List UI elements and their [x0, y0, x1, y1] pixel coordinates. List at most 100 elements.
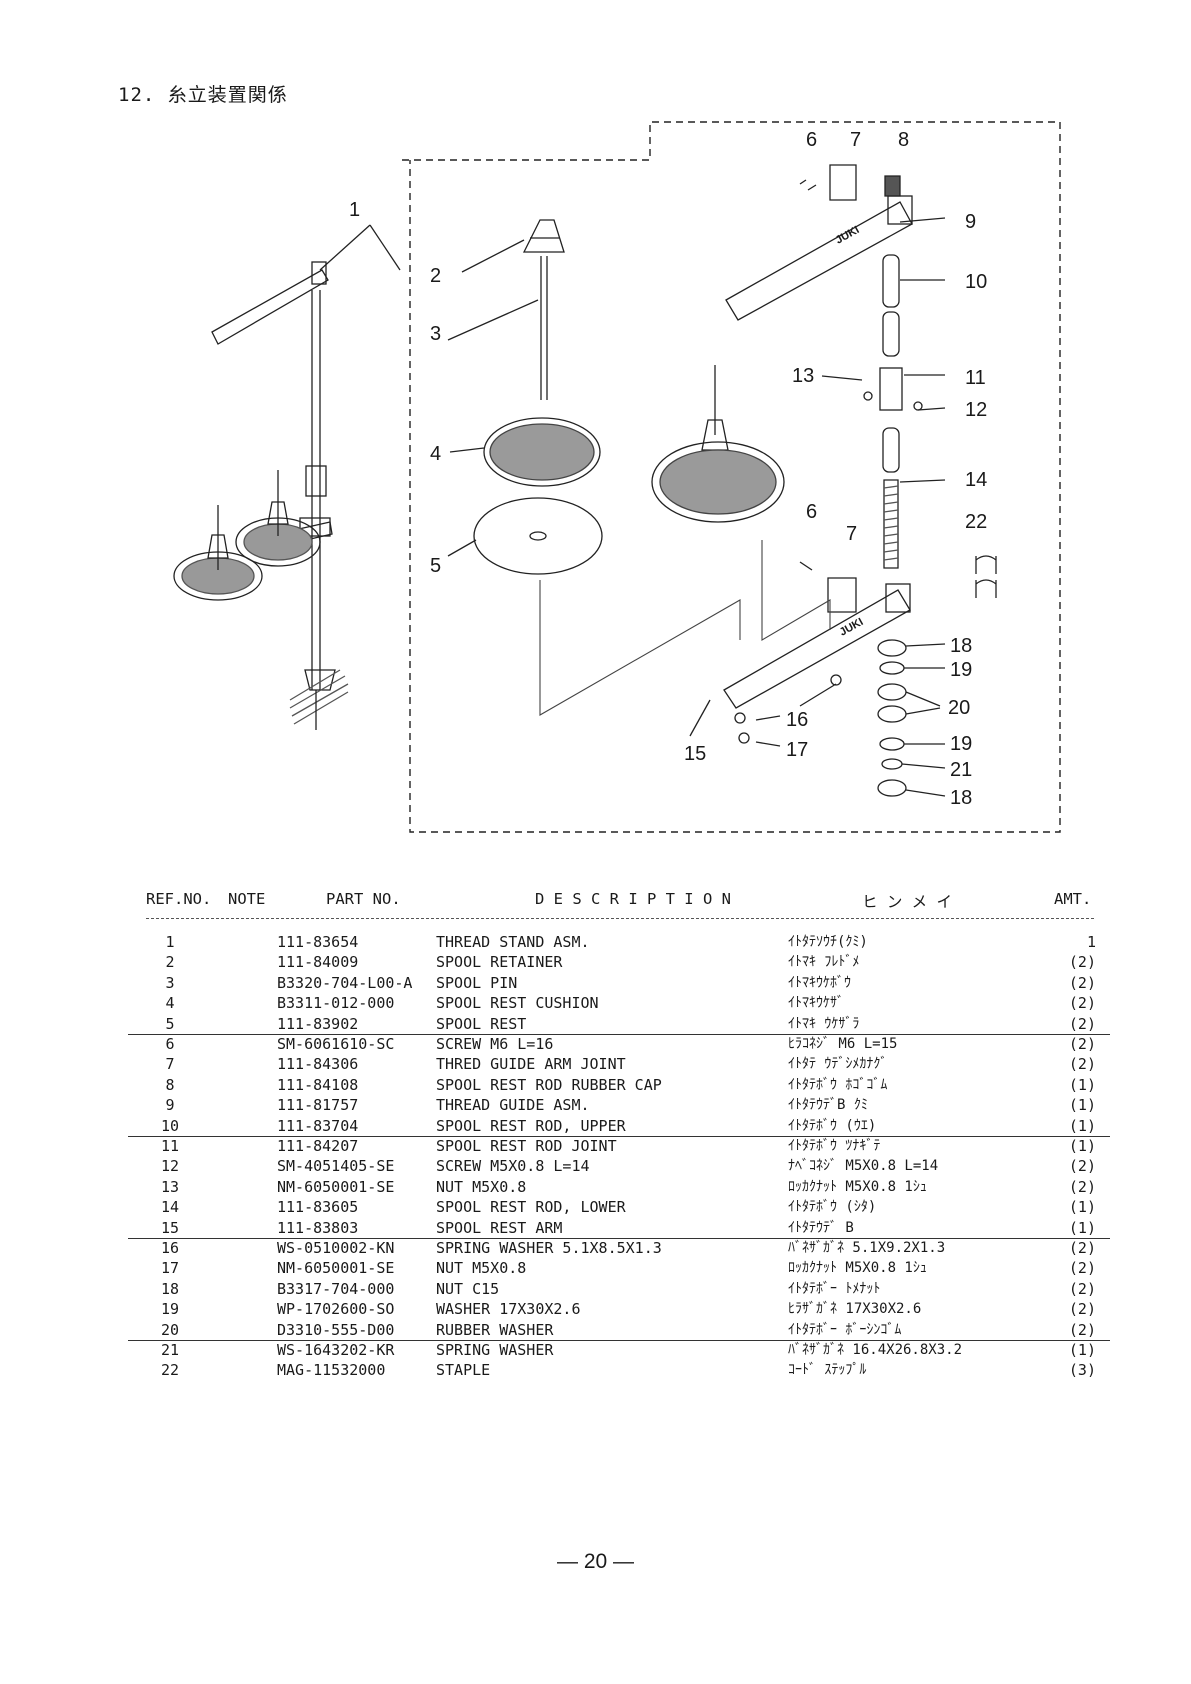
- description-cell: SPOOL RETAINER: [436, 953, 563, 972]
- ref-cell: 12: [160, 1157, 180, 1176]
- amount-cell: (2): [1068, 1279, 1096, 1298]
- table-row: 20 D3310-555-D00 RUBBER WASHER ｲﾄﾀﾃﾎﾞｰ ﾎﾞｰｼ…: [0, 1320, 1191, 1341]
- callout-5: 5: [430, 555, 441, 577]
- callout-22: 22: [965, 511, 987, 533]
- description-cell: THRED GUIDE ARM JOINT: [436, 1055, 626, 1074]
- description-cell: SPOOL PIN: [436, 973, 518, 992]
- kana-name-cell: ﾊﾞﾈｻﾞｶﾞﾈ 5.1X9.2X1.3: [788, 1240, 946, 1256]
- col-header-part: PART NO.: [326, 890, 401, 908]
- callout-8: 8: [898, 129, 909, 151]
- kana-name-cell: ｲﾄﾀﾃﾎﾞｰ ﾎﾞｰｼﾝｺﾞﾑ: [788, 1321, 902, 1338]
- part-number-cell: SM-6061610-SC: [277, 1035, 395, 1053]
- kana-name-cell: ｲﾄﾀﾃﾎﾞｳ ﾂﾅｷﾞﾃ: [788, 1138, 881, 1154]
- amount-cell: (2): [1068, 1259, 1096, 1278]
- amount-cell: (2): [1068, 1157, 1096, 1176]
- callout-15: 15: [684, 743, 706, 765]
- amount-cell: (2): [1068, 1055, 1096, 1074]
- callout-12: 12: [965, 399, 987, 421]
- col-header-ref: REF.NO.: [146, 890, 212, 908]
- kana-name-cell: ﾋﾗｻﾞｶﾞﾈ 17X30X2.6: [788, 1301, 922, 1318]
- header-rule: [146, 918, 1094, 919]
- ref-cell: 18: [160, 1279, 180, 1298]
- table-row: 6 SM-6061610-SC SCREW M6 L=16 ﾋﾗｺﾈｼﾞ M6 L=1…: [0, 1034, 1191, 1054]
- kana-name-cell: ｺｰﾄﾞ ｽﾃｯﾌﾟﾙ: [788, 1362, 867, 1379]
- col-header-desc: D E S C R I P T I O N: [535, 890, 731, 908]
- callout-16: 16: [786, 709, 808, 731]
- callout-18b: 18: [950, 787, 972, 809]
- amount-cell: (1): [1068, 1116, 1096, 1135]
- kana-name-cell: ﾋﾗｺﾈｼﾞ M6 L=15: [788, 1036, 898, 1052]
- ref-cell: 10: [160, 1116, 180, 1135]
- col-header-note: NOTE: [228, 890, 266, 908]
- amount-cell: (2): [1068, 953, 1096, 972]
- ref-cell: 16: [160, 1239, 180, 1257]
- ref-cell: 13: [160, 1177, 180, 1196]
- part-number-cell: MAG-11532000: [277, 1361, 386, 1380]
- callout-7: 7: [850, 129, 861, 151]
- description-cell: NUT M5X0.8: [436, 1177, 527, 1196]
- brand-mark-lower: JUKI: [838, 616, 866, 639]
- description-cell: RUBBER WASHER: [436, 1320, 554, 1339]
- description-cell: SPOOL REST ARM: [436, 1218, 563, 1237]
- assembled-stand: [173, 224, 401, 730]
- callout-6b: 6: [806, 501, 817, 523]
- description-cell: STAPLE: [436, 1361, 491, 1380]
- amount-cell: (2): [1068, 994, 1096, 1013]
- amount-cell: (1): [1068, 1218, 1096, 1237]
- callout-20: 20: [948, 697, 970, 719]
- callout-21: 21: [950, 759, 972, 781]
- col-header-amt: AMT.: [1054, 890, 1092, 908]
- description-cell: NUT M5X0.8: [436, 1259, 527, 1278]
- amount-cell: (2): [1068, 973, 1096, 992]
- callout-19b: 19: [950, 733, 972, 755]
- ref-cell: 20: [160, 1320, 180, 1339]
- description-cell: SCREW M6 L=16: [436, 1035, 554, 1053]
- description-cell: THREAD GUIDE ASM.: [436, 1096, 590, 1115]
- nuts-and-washers: [877, 639, 946, 797]
- amount-cell: (2): [1068, 1035, 1096, 1053]
- ref-cell: 17: [160, 1259, 180, 1278]
- amount-cell: (1): [1068, 1075, 1096, 1094]
- part-number-cell: 111-84108: [277, 1075, 359, 1094]
- kana-name-cell: ｲﾄﾀﾃﾎﾞｳ (ｳｴ): [788, 1117, 877, 1134]
- description-cell: SPOOL REST: [436, 1014, 527, 1033]
- ref-cell: 3: [165, 973, 175, 992]
- second-spool: [651, 365, 785, 523]
- part-number-cell: 111-84009: [277, 953, 359, 972]
- ref-cell: 6: [165, 1035, 175, 1053]
- part-number-cell: 111-84306: [277, 1055, 359, 1074]
- part-number-cell: 111-83605: [277, 1198, 359, 1217]
- callout-3: 3: [430, 323, 441, 345]
- amount-cell: (1): [1068, 1198, 1096, 1217]
- description-cell: NUT C15: [436, 1279, 500, 1298]
- kana-name-cell: ｲﾄﾏｷｳｹﾎﾞｳ: [788, 974, 851, 991]
- part-number-cell: 111-83803: [277, 1218, 359, 1237]
- part-number-cell: 111-81757: [277, 1096, 359, 1115]
- kana-name-cell: ｲﾄﾀﾃｳﾃﾞ B: [788, 1219, 854, 1236]
- callout-10: 10: [965, 271, 987, 293]
- callout-6: 6: [806, 129, 817, 151]
- amount-cell: (2): [1068, 1320, 1096, 1339]
- part-number-cell: NM-6050001-SE: [277, 1177, 395, 1196]
- page-number: — 20 —: [556, 1550, 635, 1573]
- ref-cell: 1: [165, 933, 175, 951]
- description-cell: SPOOL REST ROD RUBBER CAP: [436, 1075, 662, 1094]
- callout-4: 4: [430, 443, 441, 465]
- part-number-cell: D3310-555-D00: [277, 1320, 395, 1339]
- spool-pin-assembly: [447, 219, 603, 575]
- amount-cell: (2): [1068, 1014, 1096, 1033]
- callout-9: 9: [965, 211, 976, 233]
- kana-name-cell: ﾅﾍﾞｺﾈｼﾞ M5X0.8 L=14: [788, 1158, 939, 1175]
- section-title: 12. 糸立装置関係: [118, 84, 288, 106]
- amount-cell: (1): [1068, 1096, 1096, 1115]
